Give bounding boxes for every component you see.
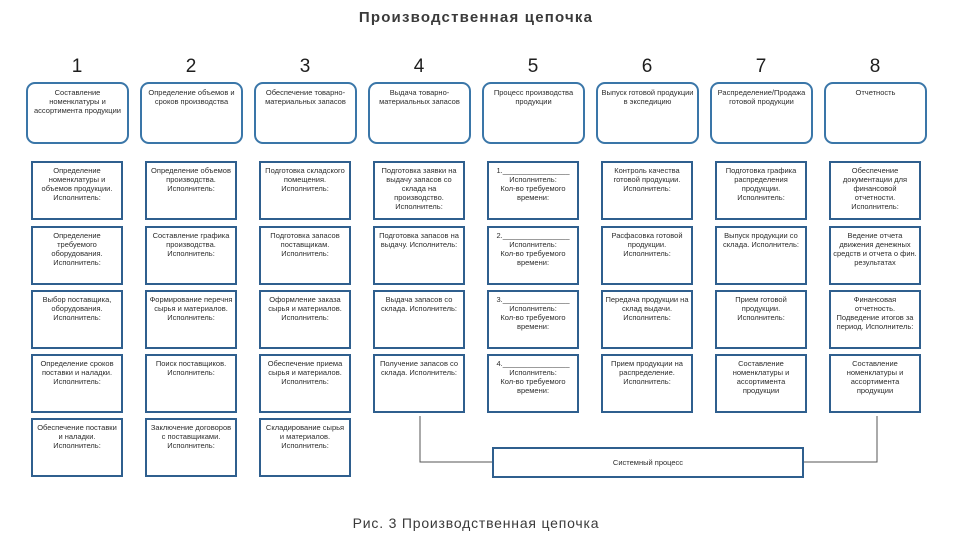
figure-caption: Рис. 3 Производственная цепочка [352,515,600,531]
stage-box: Выдача товарно-материальных запасов [368,82,471,144]
task-box: Обеспечение документации для финансовой … [829,161,921,220]
task-box: Расфасовка готовой продукции. Исполнител… [601,226,693,285]
stage-number: 8 [869,56,881,77]
task-box: Обеспечение поставки и наладки. Исполнит… [31,418,123,477]
stage-number: 6 [641,56,653,77]
task-box: Заключение договоров с поставщиками. Исп… [145,418,237,477]
task-box: Финансовая отчетность. Подведение итогов… [829,290,921,349]
task-box: Составление графика производства. Исполн… [145,226,237,285]
system-process-box: Системный процесс [492,447,804,478]
task-box: Составление номенклатуры и ассортимента … [829,354,921,413]
task-box: Ведение отчета движения денежных средств… [829,226,921,285]
task-box: Формирование перечня сырья и материалов.… [145,290,237,349]
task-box: 1.________________ Исполнитель: Кол-во т… [487,161,579,220]
task-box: 4.________________ Исполнитель: Кол-во т… [487,354,579,413]
task-box: Передача продукции на склад выдачи. Испо… [601,290,693,349]
stage-number: 3 [299,56,311,77]
stage-box: Процесс производства продукции [482,82,585,144]
stage-number: 1 [71,56,83,77]
task-box: Выдача запасов со склада. Исполнитель: [373,290,465,349]
stage-box: Отчетность [824,82,927,144]
task-box: Подготовка запасов на выдачу. Исполнител… [373,226,465,285]
task-box: Поиск поставщиков. Исполнитель: [145,354,237,413]
left-connector [419,416,492,463]
task-box: Получение запасов со склада. Исполнитель… [373,354,465,413]
task-box: Определение объемов производства. Исполн… [145,161,237,220]
task-box: Складирование сырья и материалов. Исполн… [259,418,351,477]
stage-box: Распределение/Продажа готовой продукции [710,82,813,144]
diagram-title: Производственная цепочка [358,9,594,26]
stage-box: Выпуск готовой продукции в экспедицию [596,82,699,144]
stage-box: Определение объемов и сроков производств… [140,82,243,144]
task-box: Подготовка запасов поставщикам. Исполнит… [259,226,351,285]
right-connector [804,416,878,463]
stage-box: Обеспечение товарно-материальных запасов [254,82,357,144]
task-box: Подготовка складского помещения. Исполни… [259,161,351,220]
task-box: 3.________________ Исполнитель: Кол-во т… [487,290,579,349]
task-box: Подготовка заявки на выдачу запасов со с… [373,161,465,220]
stage-number: 7 [755,56,767,77]
stage-box: Составление номенклатуры и ассортимента … [26,82,129,144]
task-box: Выпуск продукции со склада. Исполнитель: [715,226,807,285]
task-box: Подготовка графика распределения продукц… [715,161,807,220]
task-box: Оформление заказа сырья и материалов. Ис… [259,290,351,349]
task-box: Выбор поставщика, оборудования. Исполнит… [31,290,123,349]
stage-number: 4 [413,56,425,77]
stage-number: 2 [185,56,197,77]
stage-number: 5 [527,56,539,77]
task-box: 2.________________ Исполнитель: Кол-во т… [487,226,579,285]
task-box: Определение сроков поставки и наладки. И… [31,354,123,413]
task-box: Прием готовой продукции. Исполнитель: [715,290,807,349]
task-box: Определение требуемого оборудования. Исп… [31,226,123,285]
task-box: Контроль качества готовой продукции. Исп… [601,161,693,220]
task-box: Определение номенклатуры и объемов проду… [31,161,123,220]
task-box: Прием продукции на распределение. Исполн… [601,354,693,413]
task-box: Обеспечение приема сырья и материалов. И… [259,354,351,413]
task-box: Составление номенклатуры и ассортимента … [715,354,807,413]
